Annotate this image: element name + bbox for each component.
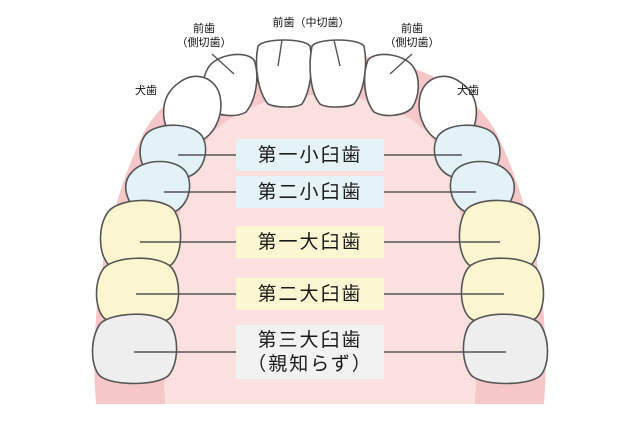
leader-incisor-center-left [277, 39, 283, 67]
tooth-molar3-left [91, 313, 178, 385]
box-third-molar-line2: （親知らず） [247, 353, 373, 375]
label-canine-left: 犬歯 [135, 84, 157, 97]
tooth-molar3-right [462, 313, 549, 385]
label-incisor-lateral-right-line1: 前歯 [401, 22, 423, 35]
box-third-molar-line1: 第三大臼歯 [257, 329, 363, 351]
label-incisor-lateral-left: 前歯 （側切歯） [174, 22, 234, 50]
tooth-central-incisor-right [309, 39, 367, 108]
tooth-molar2-right [460, 257, 545, 327]
label-incisor-lateral-left-line2: （側切歯） [176, 36, 232, 49]
label-incisor-center: 前歯（中切歯） [272, 16, 350, 29]
tooth-central-incisor-left [255, 39, 313, 108]
tooth-lateral-incisor-right [363, 53, 420, 117]
leader-incisor-center-right [333, 39, 341, 67]
leader-lines [134, 39, 506, 353]
label-incisor-lateral-left-line1: 前歯 [193, 22, 215, 35]
box-second-premolar: 第二小臼歯 [236, 176, 384, 208]
label-incisor-lateral-right-line2: （側切歯） [384, 36, 440, 49]
box-first-molar: 第一大臼歯 [236, 226, 384, 258]
leader-incisor-lateral-right [389, 53, 413, 75]
label-canine-right: 犬歯 [457, 84, 479, 97]
box-third-molar: 第三大臼歯 （親知らず） [236, 325, 384, 379]
box-first-premolar: 第一小臼歯 [236, 139, 384, 171]
leader-incisor-lateral-left [211, 53, 235, 75]
label-incisor-lateral-right: 前歯 （側切歯） [382, 22, 442, 50]
tooth-molar1-left [99, 199, 182, 274]
box-second-molar: 第二大臼歯 [236, 278, 384, 310]
tooth-molar2-left [95, 257, 180, 327]
